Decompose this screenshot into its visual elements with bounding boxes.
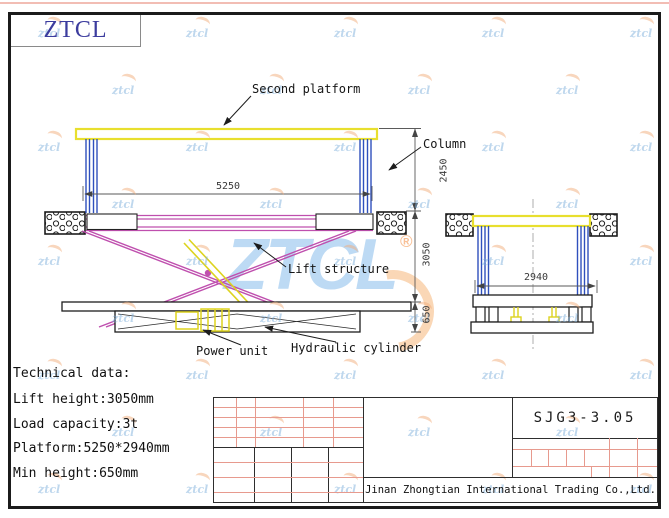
model-number: SJG3-3.05 — [533, 410, 637, 426]
technical-data-line: Min height:650mm — [13, 466, 139, 481]
logo-box: ZTCL — [11, 15, 141, 47]
front-view — [44, 95, 422, 346]
dim-2940: 2940 — [523, 272, 549, 283]
power-unit-box — [175, 308, 230, 332]
lowered-platform-bar — [61, 301, 412, 312]
label-second-platform: Second platform — [252, 82, 361, 96]
grid-line — [291, 447, 292, 502]
grid-line — [214, 407, 363, 408]
technical-data-title: Technical data: — [13, 366, 131, 381]
side-platform-bar — [471, 214, 592, 228]
page-top-accent-line — [0, 2, 669, 4]
label-power-unit: Power unit — [196, 344, 269, 358]
title-block-left-grid — [213, 397, 364, 503]
grid-line — [548, 449, 549, 466]
grid-line — [214, 462, 363, 463]
dim-5250-lines — [82, 186, 373, 201]
label-column: Column — [423, 137, 467, 151]
platform-end-right — [315, 213, 374, 231]
label-lift-structure: Lift structure — [288, 262, 390, 276]
floor-ramp-right — [376, 211, 407, 235]
grid-line — [214, 492, 363, 493]
ztcl-watermark-large: ZTCL ® — [224, 224, 451, 369]
side-view — [445, 199, 618, 350]
ztcl-watermark-text: ZTCL — [224, 225, 399, 305]
grid-line — [637, 438, 638, 477]
grid-line — [303, 398, 304, 447]
technical-data-line: Lift height:3050mm — [13, 392, 154, 407]
company-name: Jinan Zhongtian International Trading Co… — [363, 477, 658, 503]
leader-lines — [202, 95, 422, 346]
title-block-middle-box — [363, 397, 513, 478]
second-platform-bar — [74, 127, 379, 141]
dim-chain-arrows — [412, 128, 418, 332]
grid-line — [513, 466, 657, 467]
side-posts — [475, 306, 592, 323]
title-block-right-box: SJG3-3.05 — [512, 397, 658, 478]
folded-scissor-braces — [117, 313, 357, 330]
side-ramp-left — [445, 213, 474, 237]
dim-3050: 3050 — [421, 242, 433, 267]
grid-line — [255, 398, 256, 447]
dim-5250: 5250 — [215, 181, 241, 192]
platform-end-left — [86, 213, 138, 231]
grid-line — [333, 398, 334, 447]
grid-line — [609, 438, 610, 477]
side-lowered-platform — [472, 294, 593, 308]
grid-line — [254, 447, 255, 502]
grid-line — [584, 449, 585, 466]
grid-line — [531, 449, 532, 466]
dim-2940-lines — [474, 280, 598, 293]
registered-mark: ® — [400, 232, 413, 251]
side-base — [470, 321, 594, 334]
logo-text: ZTCL — [43, 17, 108, 43]
technical-data-line: Platform:5250*2940mm — [13, 441, 170, 456]
dim-650: 650 — [421, 305, 433, 324]
grid-line — [236, 398, 237, 447]
dim-2450: 2450 — [438, 158, 450, 183]
grid-line — [513, 449, 657, 450]
grid-line — [513, 438, 657, 439]
grid-line — [214, 427, 363, 428]
grid-line — [328, 447, 329, 502]
columns-front — [85, 139, 372, 213]
floor-ramp-left — [44, 211, 86, 235]
technical-data-line: Load capacity:3t — [13, 417, 139, 432]
side-ramp-right — [589, 213, 618, 237]
grid-line — [591, 466, 592, 477]
side-cylinders — [510, 307, 560, 324]
grid-line — [214, 417, 363, 418]
label-hydraulic-cylinder: Hydraulic cylinder — [291, 341, 422, 355]
grid-line — [214, 477, 363, 478]
grid-line — [566, 449, 567, 466]
grid-line — [214, 437, 363, 438]
grid-line — [214, 447, 363, 448]
columns-side — [477, 226, 589, 295]
main-platform-rails — [86, 214, 373, 232]
